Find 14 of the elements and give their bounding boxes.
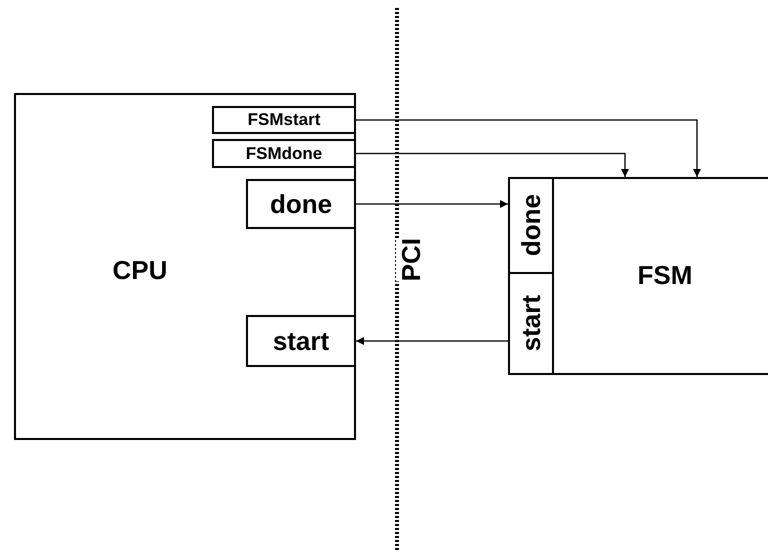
block-label: CPU — [112, 254, 168, 286]
arrow — [356, 200, 508, 208]
port-label: start — [516, 295, 546, 352]
arrow — [356, 337, 508, 345]
arrow — [356, 152, 629, 177]
port-box: done — [246, 179, 356, 229]
block-box — [508, 177, 768, 375]
port-label: done — [516, 194, 546, 257]
block-box — [14, 93, 356, 440]
port-box: FSMstart — [212, 106, 356, 134]
port-box: start — [246, 315, 356, 367]
arrow — [356, 119, 701, 177]
block-label: FSM — [638, 260, 692, 290]
port-box: FSMdone — [212, 139, 356, 168]
